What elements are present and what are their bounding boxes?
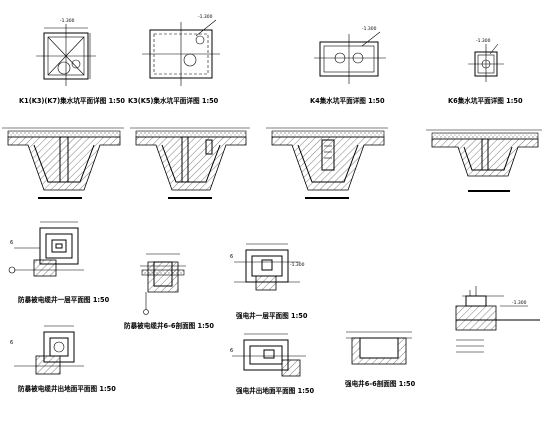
sump-plan-k3: -1.300 bbox=[142, 14, 220, 86]
sump-plan-k4: -1.300 bbox=[314, 26, 386, 84]
elevation-label: -1.300 bbox=[476, 38, 491, 44]
lift-well-floor1-plan: 6 bbox=[8, 221, 84, 277]
caption-lift-f1: 防暴被电缆井一层平面图 1:50 bbox=[18, 295, 110, 304]
sump-section-2 bbox=[130, 127, 250, 199]
sump-section-1 bbox=[2, 127, 124, 199]
elec-well-exit-plan: 6 bbox=[230, 333, 306, 377]
elec-well-section-6-6 bbox=[346, 331, 412, 365]
elevation-label: -1.300 bbox=[290, 262, 305, 268]
sump-plan-k6: -1.300 bbox=[468, 38, 504, 82]
sump-section-4 bbox=[426, 129, 542, 192]
section-mark: 6 bbox=[230, 254, 233, 260]
elevation-label: -1.300 bbox=[362, 26, 377, 32]
caption-elec-66: 强电井6-6剖面图 1:50 bbox=[345, 379, 416, 388]
section-mark: 6 bbox=[230, 348, 233, 354]
caption-k4: K4集水坑平面详图 1:50 bbox=[310, 96, 385, 105]
elevation-label: -1.300 bbox=[60, 18, 75, 24]
lift-well-exit-plan: 6 bbox=[10, 325, 84, 375]
elevation-label: -1.300 bbox=[512, 300, 527, 306]
caption-elec-exit: 强电井出地面平面图 1:50 bbox=[236, 386, 314, 395]
caption-lift-exit: 防暴被电缆井出地面平面图 1:50 bbox=[18, 384, 116, 393]
caption-lift-66: 防暴被电缆井6-6剖面图 1:50 bbox=[124, 321, 214, 330]
caption-elec-f1: 强电井一层平面图 1:50 bbox=[236, 311, 308, 320]
elevation-label: -1.300 bbox=[198, 14, 213, 20]
lift-well-section-6-6 bbox=[140, 253, 186, 315]
elec-well-floor1-plan: 6 -1.300 bbox=[230, 243, 305, 291]
sump-plan-k1: -1.300 bbox=[36, 18, 96, 86]
detail-right: -1.300 bbox=[455, 286, 540, 353]
caption-k3: K3(K5)集水坑平面详图 1:50 bbox=[128, 96, 219, 105]
caption-k1: K1(K3)(K7)集水坑平面详图 1:50 bbox=[19, 96, 125, 105]
caption-k6: K6集水坑平面详图 1:50 bbox=[448, 96, 523, 105]
section-mark: 6 bbox=[10, 340, 13, 346]
sump-section-3 bbox=[266, 127, 388, 199]
section-mark: 6 bbox=[10, 240, 13, 246]
